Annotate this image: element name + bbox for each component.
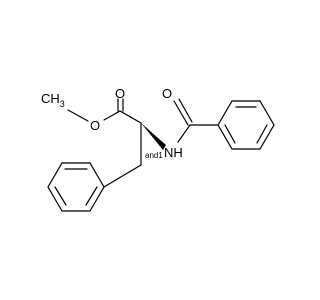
carbonyl-oxygen-label: O [115,86,125,101]
wedge-bond-alphaC-N [141,123,166,150]
bond-carbonylC-alphaC [119,110,142,124]
structure-drawing: CH3 O O O NH and1 [41,86,275,212]
benzene-ring-right [217,100,275,150]
svg-text:CH3: CH3 [41,91,65,109]
bond-CH2-phenyl [103,164,142,188]
bond-amideC-O-double-a [173,100,189,126]
bond-N-amideC [177,124,191,143]
bond-amideC-O-double-b [178,98,193,123]
benzene-ring-left [47,162,105,212]
amide-oxygen-label: O [162,86,172,101]
stereo-tag-label: and1 [145,151,163,160]
methyl-label: CH3 [41,91,65,109]
ester-oxygen-label: O [90,118,100,133]
amide-nitrogen-label: NH [164,145,183,160]
bond-O-carbonylC [103,110,121,121]
molecule-canvas: CH3 O O O NH and1 [41,86,275,212]
bond-methyl-O [67,109,89,122]
